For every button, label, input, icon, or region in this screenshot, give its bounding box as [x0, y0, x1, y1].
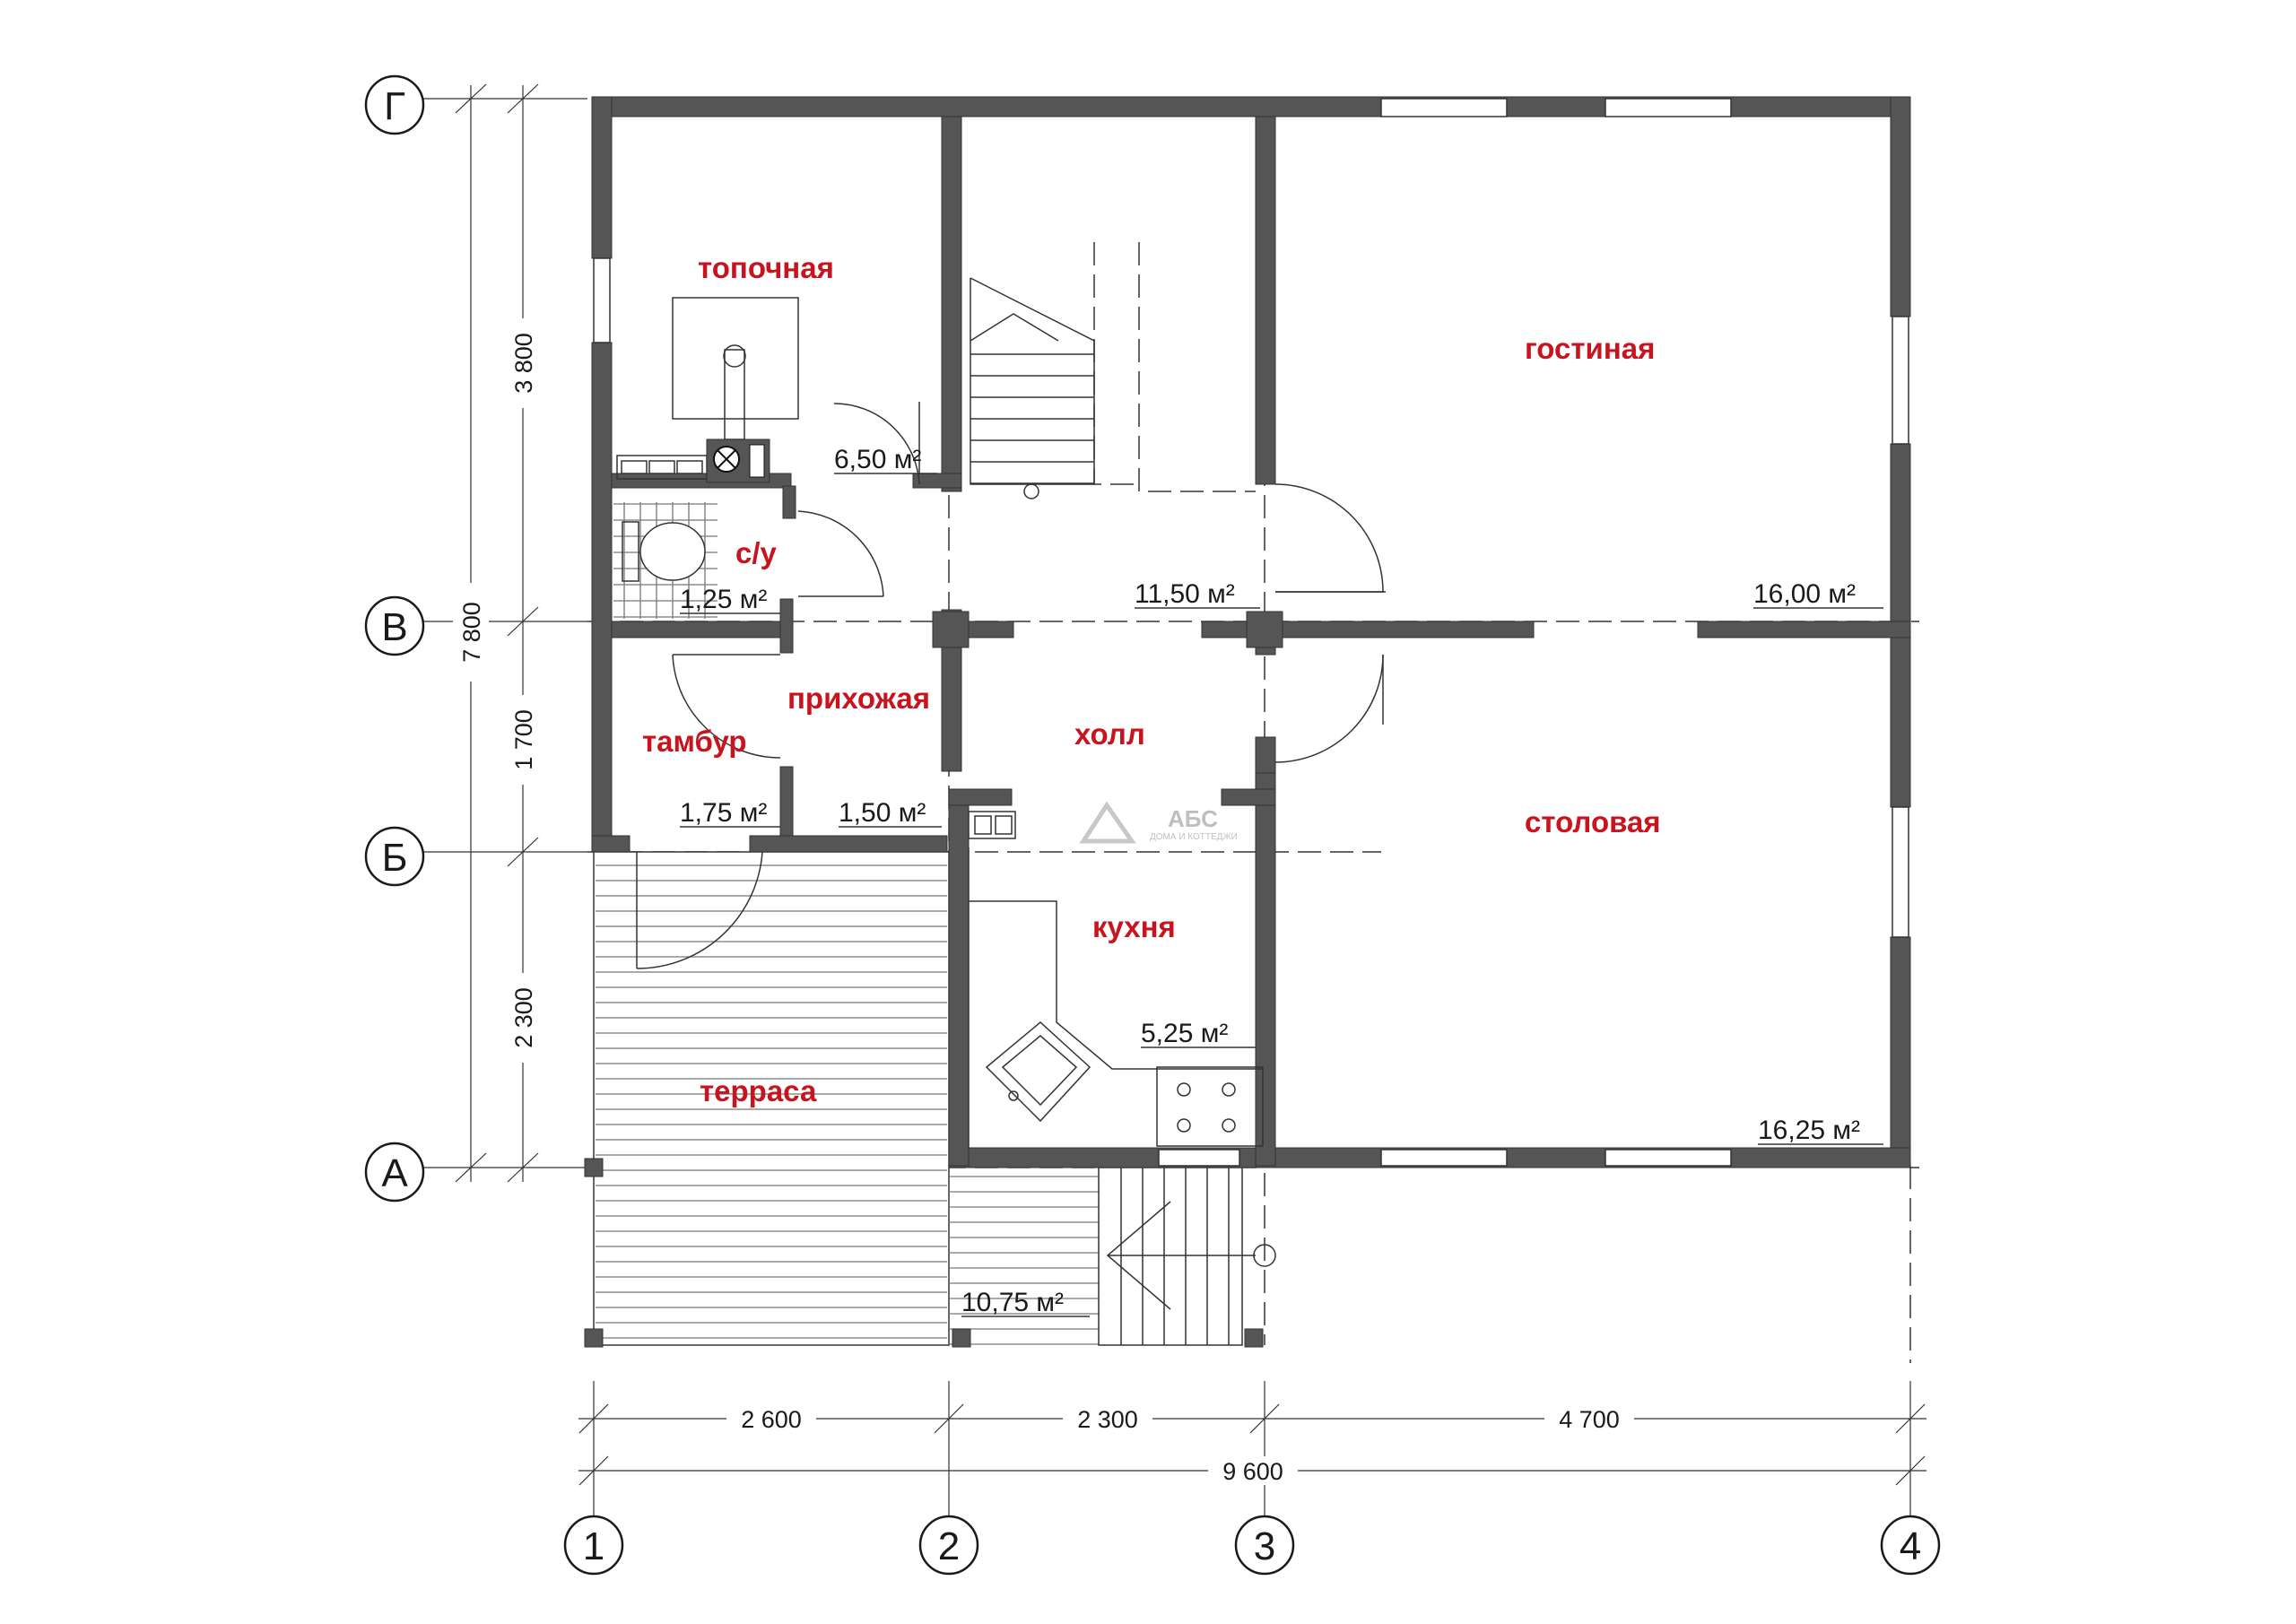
- room-name-gostinaya: гостиная: [1525, 332, 1655, 365]
- room-area-kukhnya: 5,25 м²: [1141, 1019, 1228, 1048]
- dim-horizontal-total: 9 600: [1222, 1458, 1283, 1485]
- terrace-post: [584, 1158, 604, 1177]
- axis-row-label: Г: [384, 84, 405, 128]
- walls: [591, 96, 1911, 1168]
- room-labels: топочная 6,50 м² гостиная 16,00 м² 11,50…: [642, 251, 1883, 1317]
- room-area-terrasa: 10,75 м²: [961, 1288, 1064, 1317]
- kitchen-fixtures: [968, 811, 1264, 1148]
- dim-vertical-segment: 1 700: [510, 709, 537, 770]
- room-name-topochnaya: топочная: [698, 251, 834, 284]
- terrace-post: [1244, 1328, 1264, 1348]
- logo-house-icon: [1079, 801, 1136, 844]
- room-area-tambur: 1,75 м²: [680, 798, 767, 828]
- room-name-kukhnya: кухня: [1092, 910, 1176, 943]
- room-area-su: 1,25 м²: [680, 585, 767, 614]
- room-area-gostinaya: 16,00 м²: [1753, 579, 1856, 609]
- room-area-prikhozhaya: 1,50 м²: [839, 798, 926, 828]
- axis-column-label: 3: [1254, 1524, 1275, 1568]
- room-area-stair-hall: 11,50 м²: [1135, 579, 1235, 609]
- staircase: [970, 242, 1256, 499]
- room-name-terrasa: терраса: [700, 1074, 817, 1107]
- windows: [593, 98, 1909, 1167]
- room-name-su: с/у: [735, 536, 778, 569]
- dim-vertical-segment: 3 800: [510, 333, 537, 394]
- room-name-tambur: тамбур: [642, 725, 747, 758]
- room-name-prikhozhaya: прихожая: [787, 682, 930, 715]
- boiler-equipment: [616, 297, 799, 483]
- dim-horizontal-segment: 4 700: [1559, 1406, 1620, 1433]
- axis-column-label: 4: [1900, 1524, 1921, 1568]
- dim-vertical-segment: 2 300: [510, 987, 537, 1048]
- terrace: [584, 851, 1276, 1348]
- logo-tagline: ДОМА И КОТТЕДЖИ: [1150, 832, 1238, 842]
- axis-column-label: 1: [583, 1524, 604, 1568]
- abs-logo: АБС ДОМА И КОТТЕДЖИ: [1079, 801, 1238, 844]
- vertical-dimensions: 7 800 3 800 1 700 2 300: [453, 83, 541, 1183]
- room-area-stolovaya: 16,25 м²: [1758, 1116, 1860, 1145]
- room-name-stolovaya: столовая: [1525, 805, 1661, 838]
- horizontal-dimensions: 2 600 2 300 4 700 9 600: [578, 1403, 1926, 1486]
- bathroom-fixtures: [613, 502, 718, 619]
- axis-row-label: А: [381, 1151, 408, 1195]
- axis-column-label: 2: [938, 1524, 960, 1568]
- dim-horizontal-segment: 2 600: [741, 1406, 802, 1433]
- axis-row-label: Б: [382, 836, 408, 880]
- dim-horizontal-segment: 2 300: [1077, 1406, 1138, 1433]
- doors: [636, 402, 1386, 969]
- terrace-post: [952, 1328, 971, 1348]
- dim-vertical-total: 7 800: [458, 602, 485, 663]
- terrace-post: [584, 1328, 604, 1348]
- axis-markers: Г В Б А 1 2 3 4: [364, 74, 1941, 1576]
- room-area-topochnaya: 6,50 м²: [834, 445, 921, 474]
- room-name-kholl: холл: [1074, 717, 1145, 751]
- logo-name: АБС: [1168, 805, 1218, 832]
- axis-row-label: В: [381, 605, 407, 649]
